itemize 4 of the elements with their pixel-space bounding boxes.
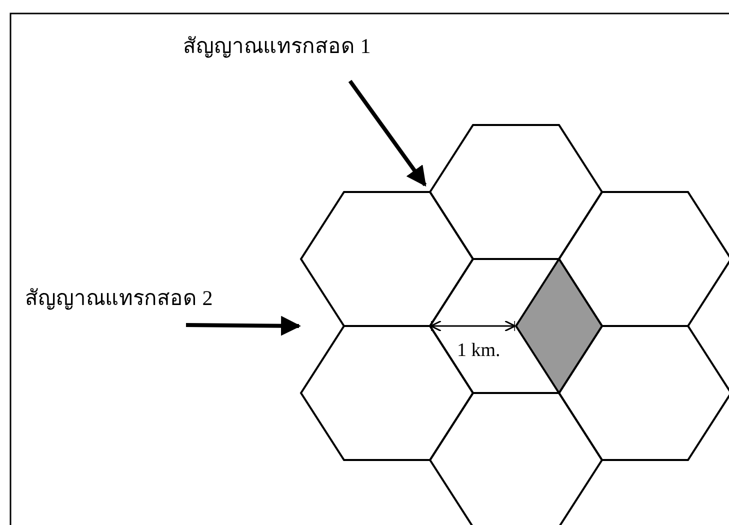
signal-label: สัญญาณแทรกสอด 2	[25, 286, 213, 312]
signal-label: สัญญาณแทรกสอด 1	[183, 34, 371, 60]
arrow	[348, 80, 427, 187]
arrow	[186, 316, 301, 336]
